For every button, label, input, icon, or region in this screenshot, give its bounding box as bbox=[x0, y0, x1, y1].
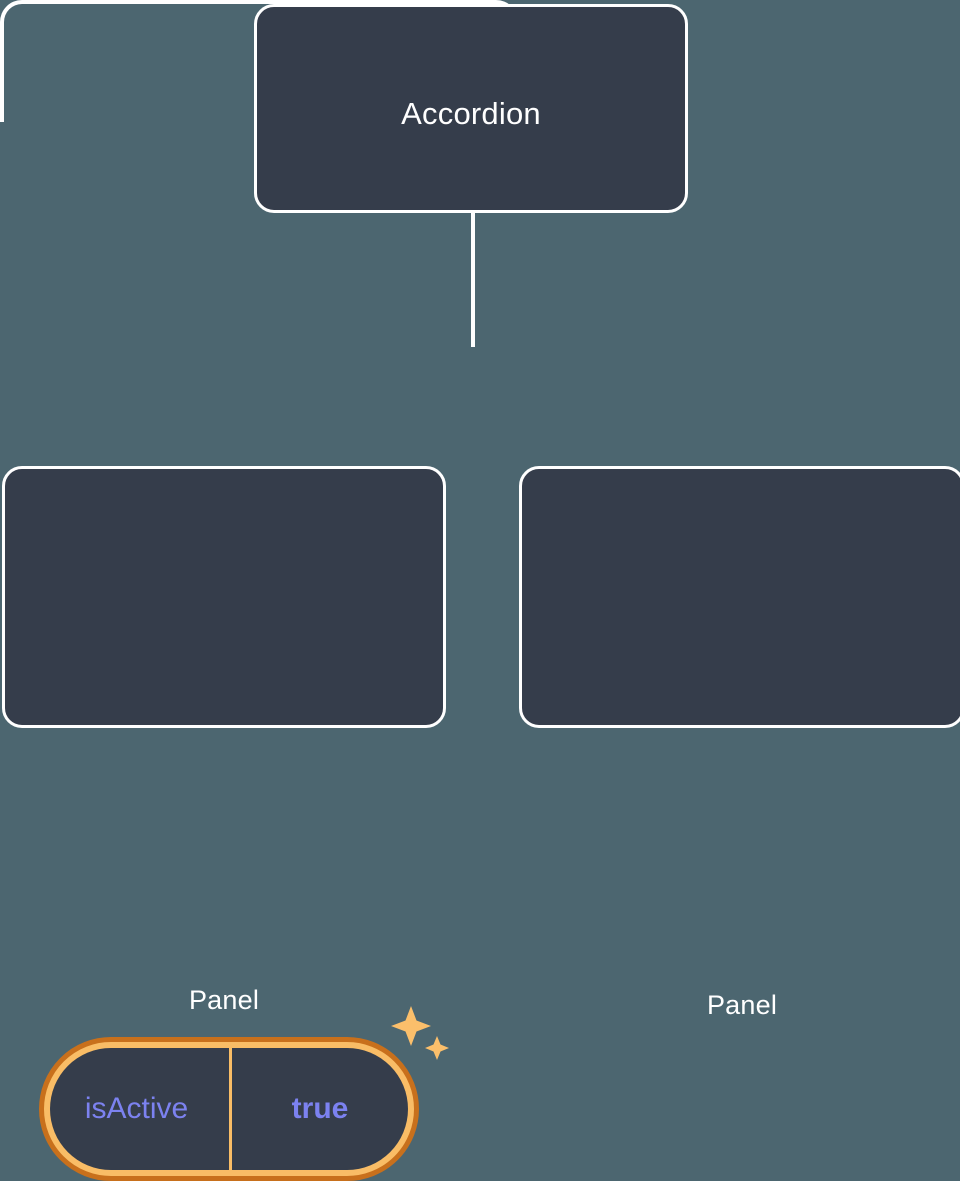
prop-pill-isactive-true[interactable]: isActive true bbox=[39, 1037, 419, 1181]
node-panel-active[interactable]: Panel isActive true bbox=[2, 466, 449, 1181]
prop-value-label: true bbox=[229, 1048, 408, 1170]
node-accordion[interactable]: Accordion bbox=[254, 4, 688, 213]
node-panel-inactive[interactable]: Panel isActive false bbox=[519, 466, 960, 1020]
node-accordion-title: Accordion bbox=[401, 96, 541, 131]
node-panel-inactive-title: Panel bbox=[706, 990, 778, 1020]
prop-name-label: isActive bbox=[84, 1092, 189, 1125]
prop-pill-inner: isActive true bbox=[50, 1048, 408, 1170]
node-panel-active-title: Panel bbox=[188, 985, 260, 1015]
edge-root-to-bus bbox=[471, 213, 475, 347]
